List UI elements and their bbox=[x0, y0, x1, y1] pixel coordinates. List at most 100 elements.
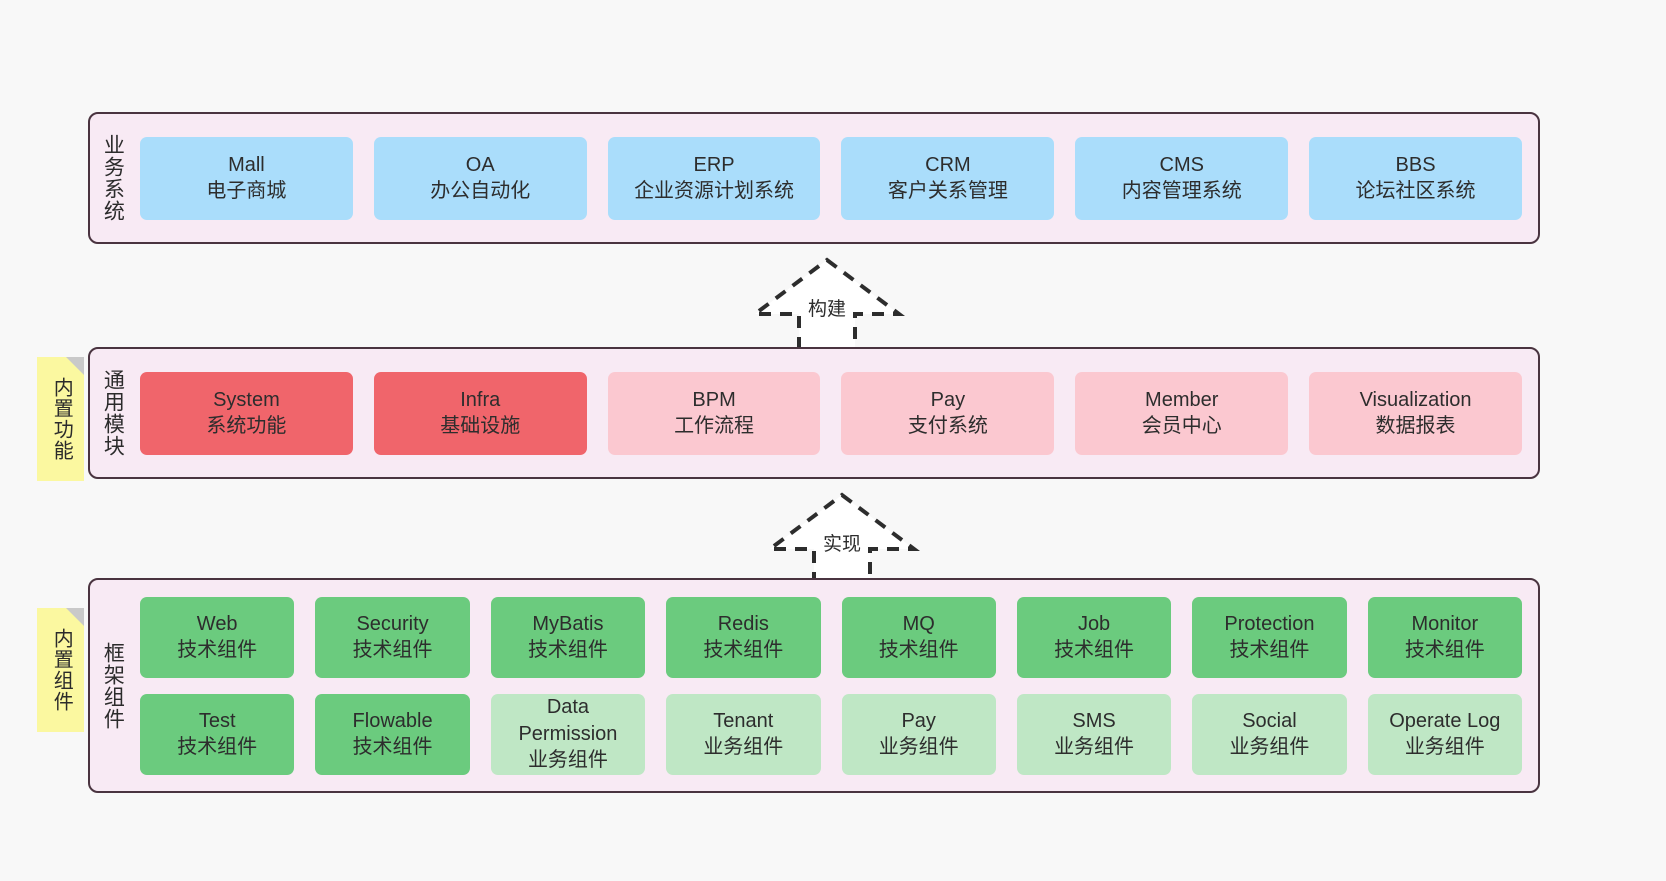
card-mall[interactable]: Mall 电子商城 bbox=[140, 136, 353, 220]
card-member-en: Member bbox=[1145, 388, 1219, 411]
card-sms-en: SMS bbox=[1072, 709, 1116, 732]
note-fold-corner-icon bbox=[66, 608, 84, 626]
business-system-row: Mall 电子商城 OA 办公自动化 ERP 企业资源计划系统 CRM 客户关系… bbox=[140, 136, 1522, 220]
common-modules-row: System 系统功能 Infra 基础设施 BPM 工作流程 Pay 支付系统… bbox=[140, 371, 1522, 455]
connector-build-label: 构建 bbox=[807, 299, 846, 320]
card-erp-cn: 企业资源计划系统 bbox=[634, 180, 795, 202]
card-tenant-en: Tenant bbox=[713, 709, 774, 732]
card-crm-en: CRM bbox=[925, 153, 971, 176]
card-data-permission-cn: 业务组件 bbox=[527, 749, 608, 772]
card-redis-en: Redis bbox=[717, 612, 769, 635]
card-cms-en: CMS bbox=[1159, 153, 1204, 176]
card-security-en: Security bbox=[356, 612, 429, 635]
card-pay-component[interactable]: Pay 业务组件 bbox=[841, 693, 996, 775]
card-redis-cn: 技术组件 bbox=[703, 639, 784, 661]
card-crm[interactable]: CRM 客户关系管理 bbox=[841, 136, 1055, 220]
card-erp[interactable]: ERP 企业资源计划系统 bbox=[607, 136, 821, 220]
card-bbs-cn: 论坛社区系统 bbox=[1355, 180, 1476, 202]
layer-common-modules: 通用模块 System 系统功能 Infra 基础设施 BPM 工作流程 Pay… bbox=[88, 347, 1540, 479]
card-operate-log[interactable]: Operate Log 业务组件 bbox=[1367, 693, 1522, 775]
note-builtin-function: 内置功能 bbox=[37, 357, 84, 481]
card-security[interactable]: Security 技术组件 bbox=[315, 596, 470, 678]
card-tenant-cn: 业务组件 bbox=[703, 736, 784, 758]
card-social-cn: 业务组件 bbox=[1229, 736, 1310, 758]
card-bbs[interactable]: BBS 论坛社区系统 bbox=[1309, 136, 1522, 220]
card-test[interactable]: Test 技术组件 bbox=[140, 693, 295, 775]
layer-framework-components: 框架组件 Web 技术组件 Security 技术组件 MyBatis 技术组件… bbox=[88, 578, 1540, 793]
layer-common-modules-title: 通用模块 bbox=[101, 369, 125, 457]
card-erp-en: ERP bbox=[693, 153, 735, 176]
card-member-cn: 会员中心 bbox=[1141, 415, 1222, 437]
card-sms-cn: 业务组件 bbox=[1054, 736, 1135, 758]
card-visualization-cn: 数据报表 bbox=[1375, 415, 1456, 437]
note-builtin-component-label: 内置组件 bbox=[50, 628, 73, 712]
card-visualization[interactable]: Visualization 数据报表 bbox=[1309, 371, 1522, 455]
card-job[interactable]: Job 技术组件 bbox=[1016, 596, 1172, 678]
card-mybatis[interactable]: MyBatis 技术组件 bbox=[490, 596, 646, 678]
card-social[interactable]: Social 业务组件 bbox=[1192, 693, 1347, 775]
card-operate-log-en: Operate Log bbox=[1389, 709, 1501, 732]
card-bpm-cn: 工作流程 bbox=[674, 415, 755, 437]
connector-implement-label: 实现 bbox=[822, 534, 861, 555]
card-bpm[interactable]: BPM 工作流程 bbox=[607, 371, 821, 455]
layer-common-modules-body: System 系统功能 Infra 基础设施 BPM 工作流程 Pay 支付系统… bbox=[134, 349, 1538, 477]
card-protection-en: Protection bbox=[1224, 612, 1315, 635]
card-mybatis-cn: 技术组件 bbox=[527, 639, 608, 661]
card-tenant[interactable]: Tenant 业务组件 bbox=[666, 693, 821, 775]
card-mq-cn: 技术组件 bbox=[878, 639, 959, 661]
card-monitor[interactable]: Monitor 技术组件 bbox=[1367, 596, 1522, 678]
card-protection[interactable]: Protection 技术组件 bbox=[1192, 596, 1347, 678]
framework-tech-row: Web 技术组件 Security 技术组件 MyBatis 技术组件 Redi… bbox=[140, 596, 1522, 678]
card-infra[interactable]: Infra 基础设施 bbox=[373, 371, 587, 455]
layer-business-system-title: 业务系统 bbox=[101, 134, 125, 222]
card-pay-module[interactable]: Pay 支付系统 bbox=[841, 371, 1055, 455]
card-operate-log-cn: 业务组件 bbox=[1404, 736, 1485, 758]
card-crm-cn: 客户关系管理 bbox=[887, 180, 1008, 202]
card-cms-cn: 内容管理系统 bbox=[1121, 180, 1242, 202]
card-system[interactable]: System 系统功能 bbox=[140, 371, 353, 455]
card-monitor-en: Monitor bbox=[1411, 612, 1479, 635]
note-fold-corner-icon bbox=[66, 357, 84, 375]
card-flowable[interactable]: Flowable 技术组件 bbox=[315, 693, 470, 775]
card-system-cn: 系统功能 bbox=[206, 415, 287, 437]
card-oa-en: OA bbox=[465, 153, 495, 176]
card-mall-cn: 电子商城 bbox=[206, 180, 287, 202]
card-web[interactable]: Web 技术组件 bbox=[140, 596, 295, 678]
card-pay-module-en: Pay bbox=[930, 388, 966, 411]
card-data-permission-en: Data Permission bbox=[518, 696, 618, 745]
card-pay-module-cn: 支付系统 bbox=[907, 415, 988, 437]
card-bbs-en: BBS bbox=[1395, 153, 1436, 176]
card-job-cn: 技术组件 bbox=[1054, 639, 1135, 661]
card-visualization-en: Visualization bbox=[1359, 388, 1472, 411]
card-data-permission[interactable]: Data Permission 业务组件 bbox=[490, 693, 646, 775]
framework-business-row: Test 技术组件 Flowable 技术组件 Data Permission … bbox=[140, 693, 1522, 775]
layer-business-system-body: Mall 电子商城 OA 办公自动化 ERP 企业资源计划系统 CRM 客户关系… bbox=[134, 114, 1538, 242]
card-pay-component-cn: 业务组件 bbox=[878, 736, 959, 758]
note-builtin-function-label: 内置功能 bbox=[50, 377, 73, 461]
card-web-en: Web bbox=[196, 612, 238, 635]
card-test-en: Test bbox=[198, 709, 236, 732]
card-mq[interactable]: MQ 技术组件 bbox=[841, 596, 996, 678]
card-member[interactable]: Member 会员中心 bbox=[1075, 371, 1289, 455]
card-oa-cn: 办公自动化 bbox=[430, 180, 531, 202]
card-sms[interactable]: SMS 业务组件 bbox=[1016, 693, 1172, 775]
layer-framework-components-body: Web 技术组件 Security 技术组件 MyBatis 技术组件 Redi… bbox=[134, 580, 1538, 791]
card-web-cn: 技术组件 bbox=[177, 639, 258, 661]
card-pay-component-en: Pay bbox=[901, 709, 936, 732]
card-cms[interactable]: CMS 内容管理系统 bbox=[1075, 136, 1289, 220]
card-oa[interactable]: OA 办公自动化 bbox=[373, 136, 587, 220]
card-job-en: Job bbox=[1077, 612, 1111, 635]
card-mq-en: MQ bbox=[902, 612, 935, 635]
card-mybatis-en: MyBatis bbox=[532, 612, 604, 635]
card-mall-en: Mall bbox=[228, 153, 265, 176]
card-infra-cn: 基础设施 bbox=[440, 415, 521, 437]
card-flowable-cn: 技术组件 bbox=[352, 736, 433, 758]
card-test-cn: 技术组件 bbox=[177, 736, 258, 758]
card-redis[interactable]: Redis 技术组件 bbox=[666, 596, 821, 678]
card-social-en: Social bbox=[1242, 709, 1297, 732]
card-infra-en: Infra bbox=[460, 388, 501, 411]
layer-business-system: 业务系统 Mall 电子商城 OA 办公自动化 ERP 企业资源计划系统 CRM… bbox=[88, 112, 1540, 244]
connector-build: 构建 bbox=[747, 252, 907, 357]
card-protection-cn: 技术组件 bbox=[1229, 639, 1310, 661]
